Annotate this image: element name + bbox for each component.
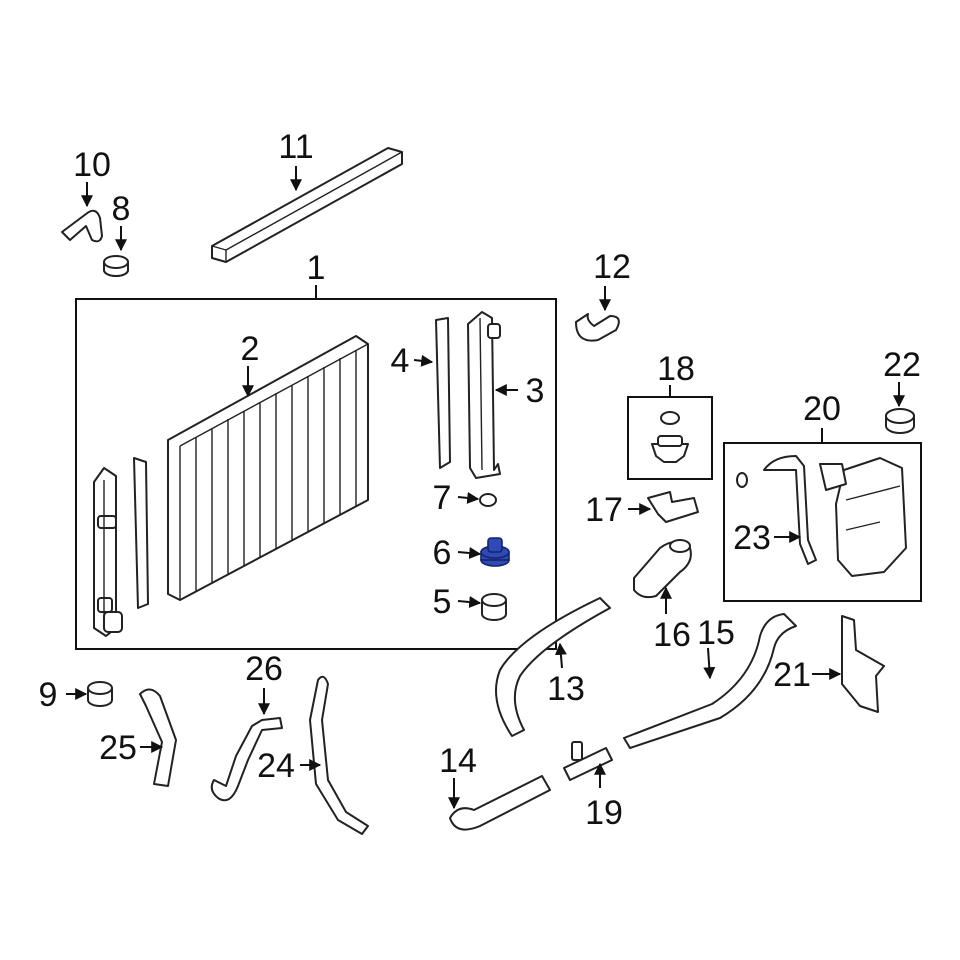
callout-2: 2 [241, 330, 260, 368]
upper-hose [495, 597, 611, 737]
thermostat-housing [633, 539, 692, 599]
left-tank [93, 467, 123, 637]
drain-plug [480, 537, 510, 567]
callout-11: 11 [278, 128, 313, 166]
reservoir-cap [885, 408, 915, 434]
callout-17: 17 [585, 491, 623, 529]
right-tank [467, 311, 501, 479]
upper-support-bar [211, 147, 403, 263]
hose-24 [309, 675, 369, 835]
callout-16: 16 [653, 616, 691, 654]
callout-19: 19 [585, 794, 623, 832]
callout-5: 5 [433, 583, 452, 621]
o-ring [479, 493, 497, 507]
callout-10: 10 [73, 146, 111, 184]
coolant-reservoir [819, 457, 907, 577]
callout-18: 18 [657, 350, 695, 388]
callout-4: 4 [391, 342, 410, 380]
hose-26 [210, 717, 283, 802]
callout-23: 23 [733, 519, 771, 557]
leader-lines [66, 166, 905, 810]
cap [103, 255, 129, 277]
callout-labels: 11 10 8 1 2 4 3 7 6 5 12 18 17 20 22 23 … [39, 128, 921, 832]
callout-9: 9 [39, 676, 58, 714]
left-seal-strip [133, 457, 149, 609]
reservoir-hose [736, 455, 817, 565]
radiator-cap [481, 593, 507, 621]
callout-1: 1 [307, 249, 326, 287]
callout-22: 22 [883, 346, 921, 384]
callout-8: 8 [112, 190, 131, 228]
cap-kit-cap [651, 435, 689, 463]
callout-13: 13 [547, 670, 585, 708]
callout-25: 25 [99, 729, 137, 767]
callout-24: 24 [257, 747, 295, 785]
callout-26: 26 [245, 650, 283, 688]
hose-bracket [647, 491, 699, 523]
seal-strip [435, 317, 451, 469]
callout-12: 12 [593, 248, 631, 286]
small-cap [87, 681, 113, 707]
callout-3: 3 [526, 372, 545, 410]
callout-15: 15 [697, 614, 735, 652]
mounting-bracket [841, 615, 885, 713]
callout-21: 21 [773, 656, 811, 694]
long-hose [623, 613, 797, 749]
lower-hose [449, 775, 551, 831]
small-hose [575, 313, 620, 342]
hose-connector [563, 741, 613, 781]
callout-7: 7 [433, 479, 452, 517]
callout-20: 20 [803, 390, 841, 428]
hose-25 [139, 688, 177, 787]
cap-kit-oring [660, 411, 680, 425]
radiator-core [167, 335, 369, 601]
callout-14: 14 [439, 742, 477, 780]
bracket [61, 209, 103, 243]
callout-6: 6 [433, 534, 452, 572]
